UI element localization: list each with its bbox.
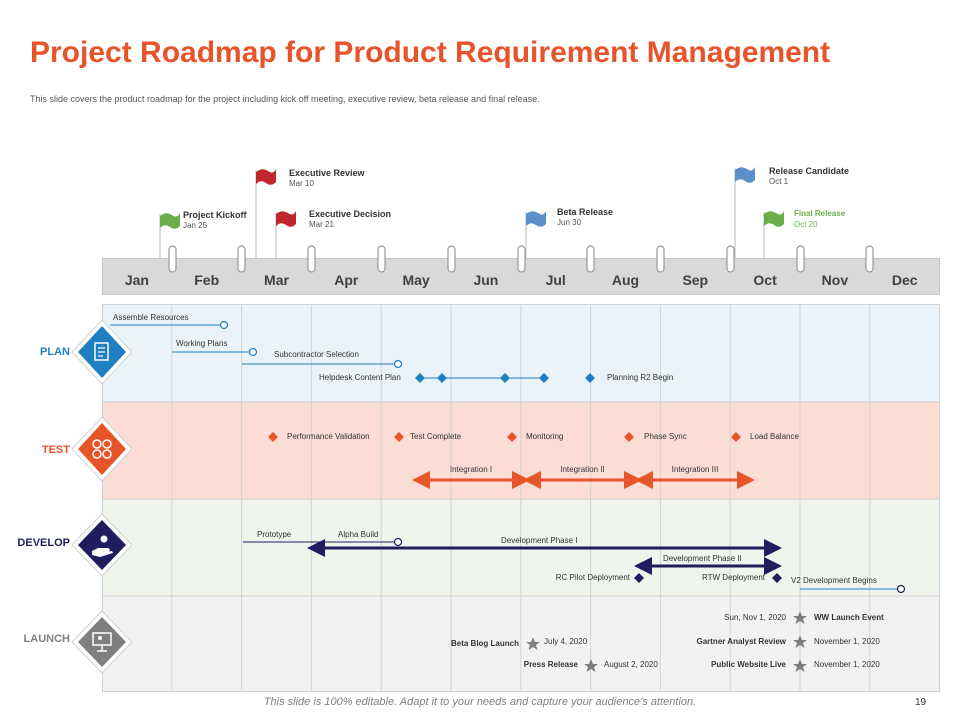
row-label-plan: PLAN <box>40 346 70 358</box>
test-item-label: Monitoring <box>526 432 564 441</box>
milestone-title: Executive Review <box>289 168 365 178</box>
launch-event-name: Beta Blog Launch <box>450 639 519 648</box>
milestone-title: Release Candidate <box>769 166 850 176</box>
milestone-date: Oct 20 <box>794 220 818 229</box>
milestone-date: Mar 10 <box>289 179 314 188</box>
month-label: Feb <box>194 272 220 288</box>
plan-item-label: Planning R2 Begin <box>607 373 674 382</box>
flag-project-kickoff <box>159 213 180 258</box>
flag-release-candidate <box>734 167 755 258</box>
launch-event-name: WW Launch Event <box>814 613 884 622</box>
plan-item-label: Helpdesk Content Plan <box>319 373 401 382</box>
plan-item-label: Working Plans <box>176 339 228 348</box>
launch-event-name: Public Website Live <box>711 660 786 669</box>
launch-event-date: July 4, 2020 <box>544 637 588 646</box>
develop-item-label: Alpha Build <box>338 530 379 539</box>
month-label: Jun <box>473 272 499 288</box>
plan-marks <box>110 320 595 383</box>
checklist-icon <box>71 319 133 385</box>
test-item-label: Load Balance <box>750 432 799 441</box>
flag-beta-release <box>525 211 546 258</box>
flag-executive-review <box>255 169 276 258</box>
month-label: May <box>402 272 430 288</box>
month-label: Jan <box>124 272 149 288</box>
milestone-date: Mar 21 <box>309 220 334 229</box>
month-label: Jul <box>545 272 566 288</box>
row-label-launch: LAUNCH <box>23 633 70 645</box>
row-label-develop: DEVELOP <box>17 537 70 549</box>
launch-event-date: November 1, 2020 <box>814 637 880 646</box>
flag-final-release <box>763 211 784 258</box>
develop-item-label: V2 Development Begins <box>791 576 877 585</box>
hand-lightbulb-icon <box>71 513 133 577</box>
milestone-date: Jun 30 <box>557 218 582 227</box>
month-label: Oct <box>753 272 777 288</box>
presentation-icon <box>71 610 133 674</box>
integration-label: Integration III <box>671 465 719 474</box>
develop-item-label: Development Phase II <box>663 554 742 563</box>
develop-marks <box>243 537 906 594</box>
launch-event-date: November 1, 2020 <box>814 660 880 669</box>
launch-event-date: Sun, Nov 1, 2020 <box>724 613 786 622</box>
test-marks <box>268 432 755 489</box>
milestone-date: Jan 25 <box>183 221 208 230</box>
milestone-title: Project Kickoff <box>183 210 247 220</box>
launch-event-date: August 2, 2020 <box>604 660 658 669</box>
launch-event-name: Gartner Analyst Review <box>696 637 786 646</box>
month-label: Apr <box>334 272 359 288</box>
month-label: Aug <box>611 272 640 288</box>
milestone-title: Executive Decision <box>309 209 392 219</box>
page-title: Project Roadmap for Product Requirement … <box>30 36 831 69</box>
milestone-date: Oct 1 <box>769 177 789 186</box>
develop-item-label: RTW Deployment <box>702 573 765 582</box>
page-number: 19 <box>915 697 927 708</box>
develop-item-label: Prototype <box>257 530 292 539</box>
develop-item-label: RC Pilot Deployment <box>555 573 630 582</box>
test-item-label: Performance Validation <box>287 432 370 441</box>
month-label: Nov <box>821 272 849 288</box>
row-label-test: TEST <box>41 444 70 456</box>
milestone-title: Final Release <box>794 209 846 218</box>
test-item-label: Test Complete <box>410 432 462 441</box>
page-subtitle: This slide covers the product roadmap fo… <box>30 94 540 104</box>
plan-item-label: Assemble Resources <box>113 313 189 322</box>
month-label: Sep <box>682 272 709 288</box>
plan-item-label: Subcontractor Selection <box>274 350 359 359</box>
launch-event-name: Press Release <box>523 660 578 669</box>
test-item-label: Phase Sync <box>644 432 687 441</box>
footer-note: This slide is 100% editable. Adapt it to… <box>263 696 697 708</box>
flag-executive-decision <box>275 211 296 258</box>
integration-label: Integration I <box>449 465 493 474</box>
integration-label: Integration II <box>560 465 605 474</box>
month-label: Mar <box>264 272 289 288</box>
develop-item-label: Development Phase I <box>501 536 578 545</box>
milestone-title: Beta Release <box>557 207 614 217</box>
gears-icon <box>71 416 133 482</box>
month-label: Dec <box>891 272 918 288</box>
launch-star-icons <box>526 611 807 672</box>
